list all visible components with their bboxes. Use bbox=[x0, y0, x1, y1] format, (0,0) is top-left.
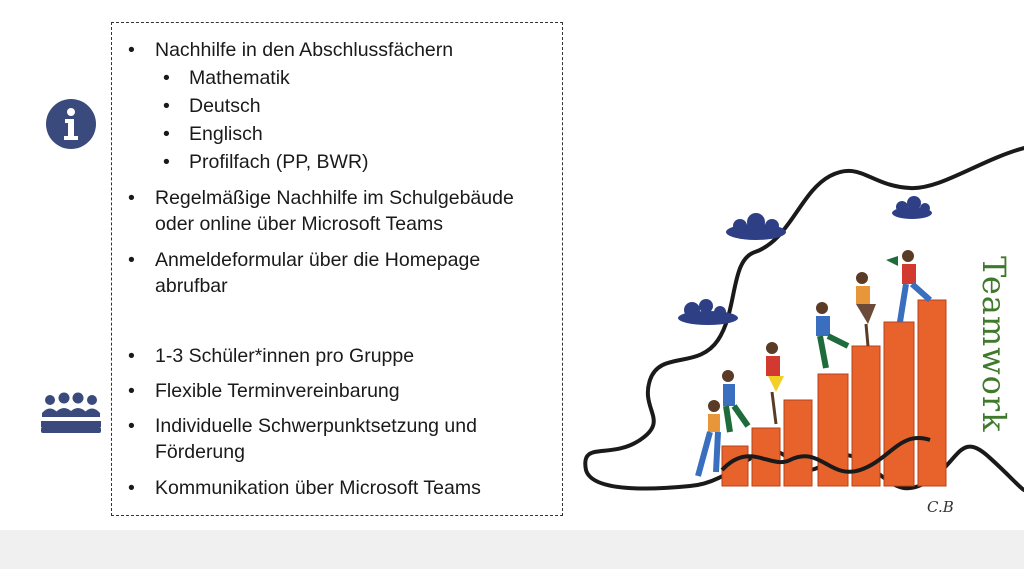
outline-curve bbox=[583, 146, 1024, 492]
list-item: Anmeldeformular über die Homepage abrufb… bbox=[128, 247, 555, 299]
info-textbox: Nachhilfe in den Abschlussfächern Mathem… bbox=[111, 22, 563, 516]
group-icon bbox=[40, 391, 102, 435]
list-item: Flexible Terminvereinbarung bbox=[128, 378, 555, 404]
list-item: Kommunikation über Microsoft Teams bbox=[128, 475, 555, 501]
climbing-figures bbox=[695, 250, 932, 477]
bar-6 bbox=[883, 321, 915, 487]
list-item: Regelmäßige Nachhilfe im Schulgebäude od… bbox=[128, 185, 555, 237]
bar-7 bbox=[917, 299, 947, 487]
list-item: Individuelle Schwerpunktsetzung und Förd… bbox=[128, 413, 555, 465]
list-item: Deutsch bbox=[163, 93, 549, 119]
cloud-icon bbox=[678, 299, 738, 325]
list-item: Mathematik bbox=[163, 65, 549, 91]
list-item: Nachhilfe in den Abschlussfächern bbox=[128, 37, 555, 63]
cloud-icon bbox=[726, 213, 786, 240]
bottom-strip bbox=[0, 530, 1024, 569]
bar-5 bbox=[851, 345, 881, 487]
list-item: 1-3 Schüler*innen pro Gruppe bbox=[128, 343, 555, 369]
teamwork-illustration bbox=[580, 140, 1024, 528]
list-item: Englisch bbox=[163, 121, 549, 147]
bar-3 bbox=[783, 399, 813, 487]
list-item: Profilfach (PP, BWR) bbox=[163, 149, 549, 175]
info-icon bbox=[45, 98, 97, 150]
artist-signature: C.B bbox=[927, 498, 954, 516]
cloud-icon bbox=[892, 196, 932, 219]
teamwork-caption: Teamwork bbox=[975, 256, 1013, 433]
